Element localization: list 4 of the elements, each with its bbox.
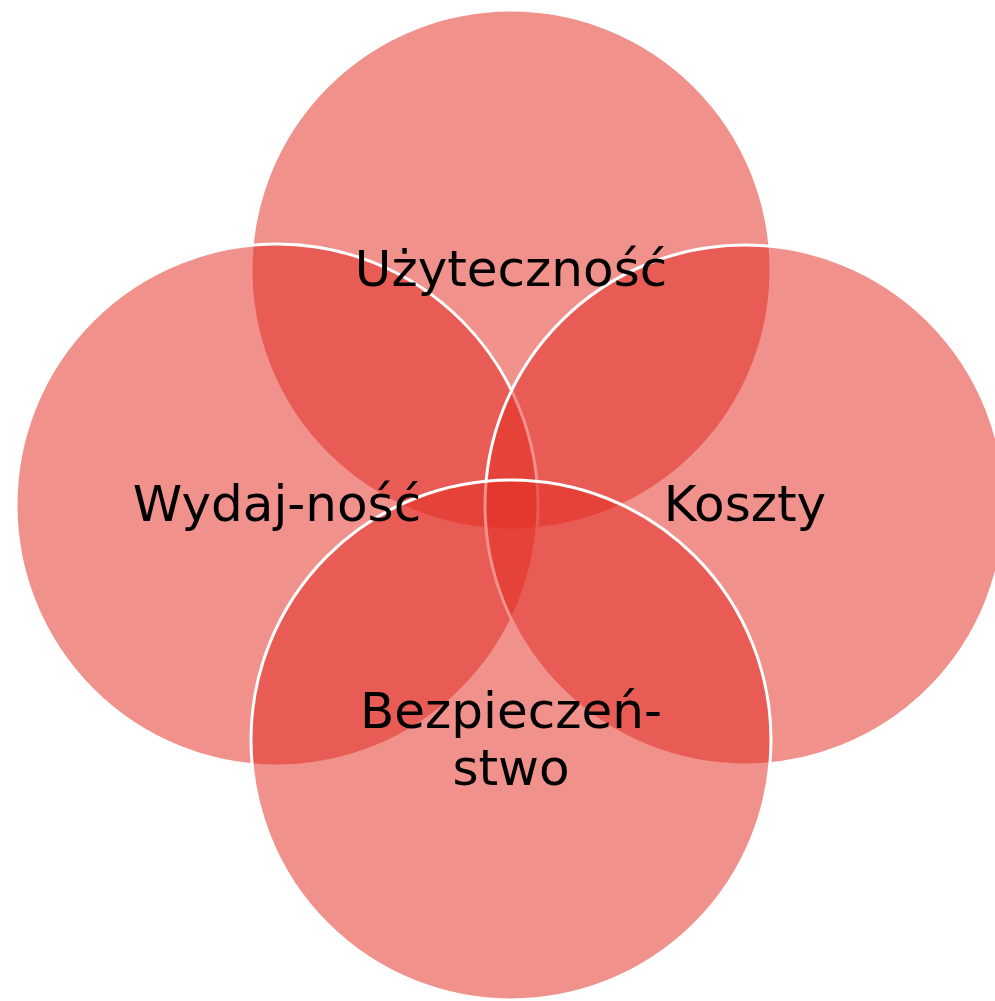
circle-label: Koszty — [662, 476, 828, 534]
circle-label: Użyteczność — [353, 241, 669, 299]
circle-label: Wydaj-ność — [131, 476, 423, 534]
circle-label: Bezpieczeń- stwo — [359, 682, 663, 798]
